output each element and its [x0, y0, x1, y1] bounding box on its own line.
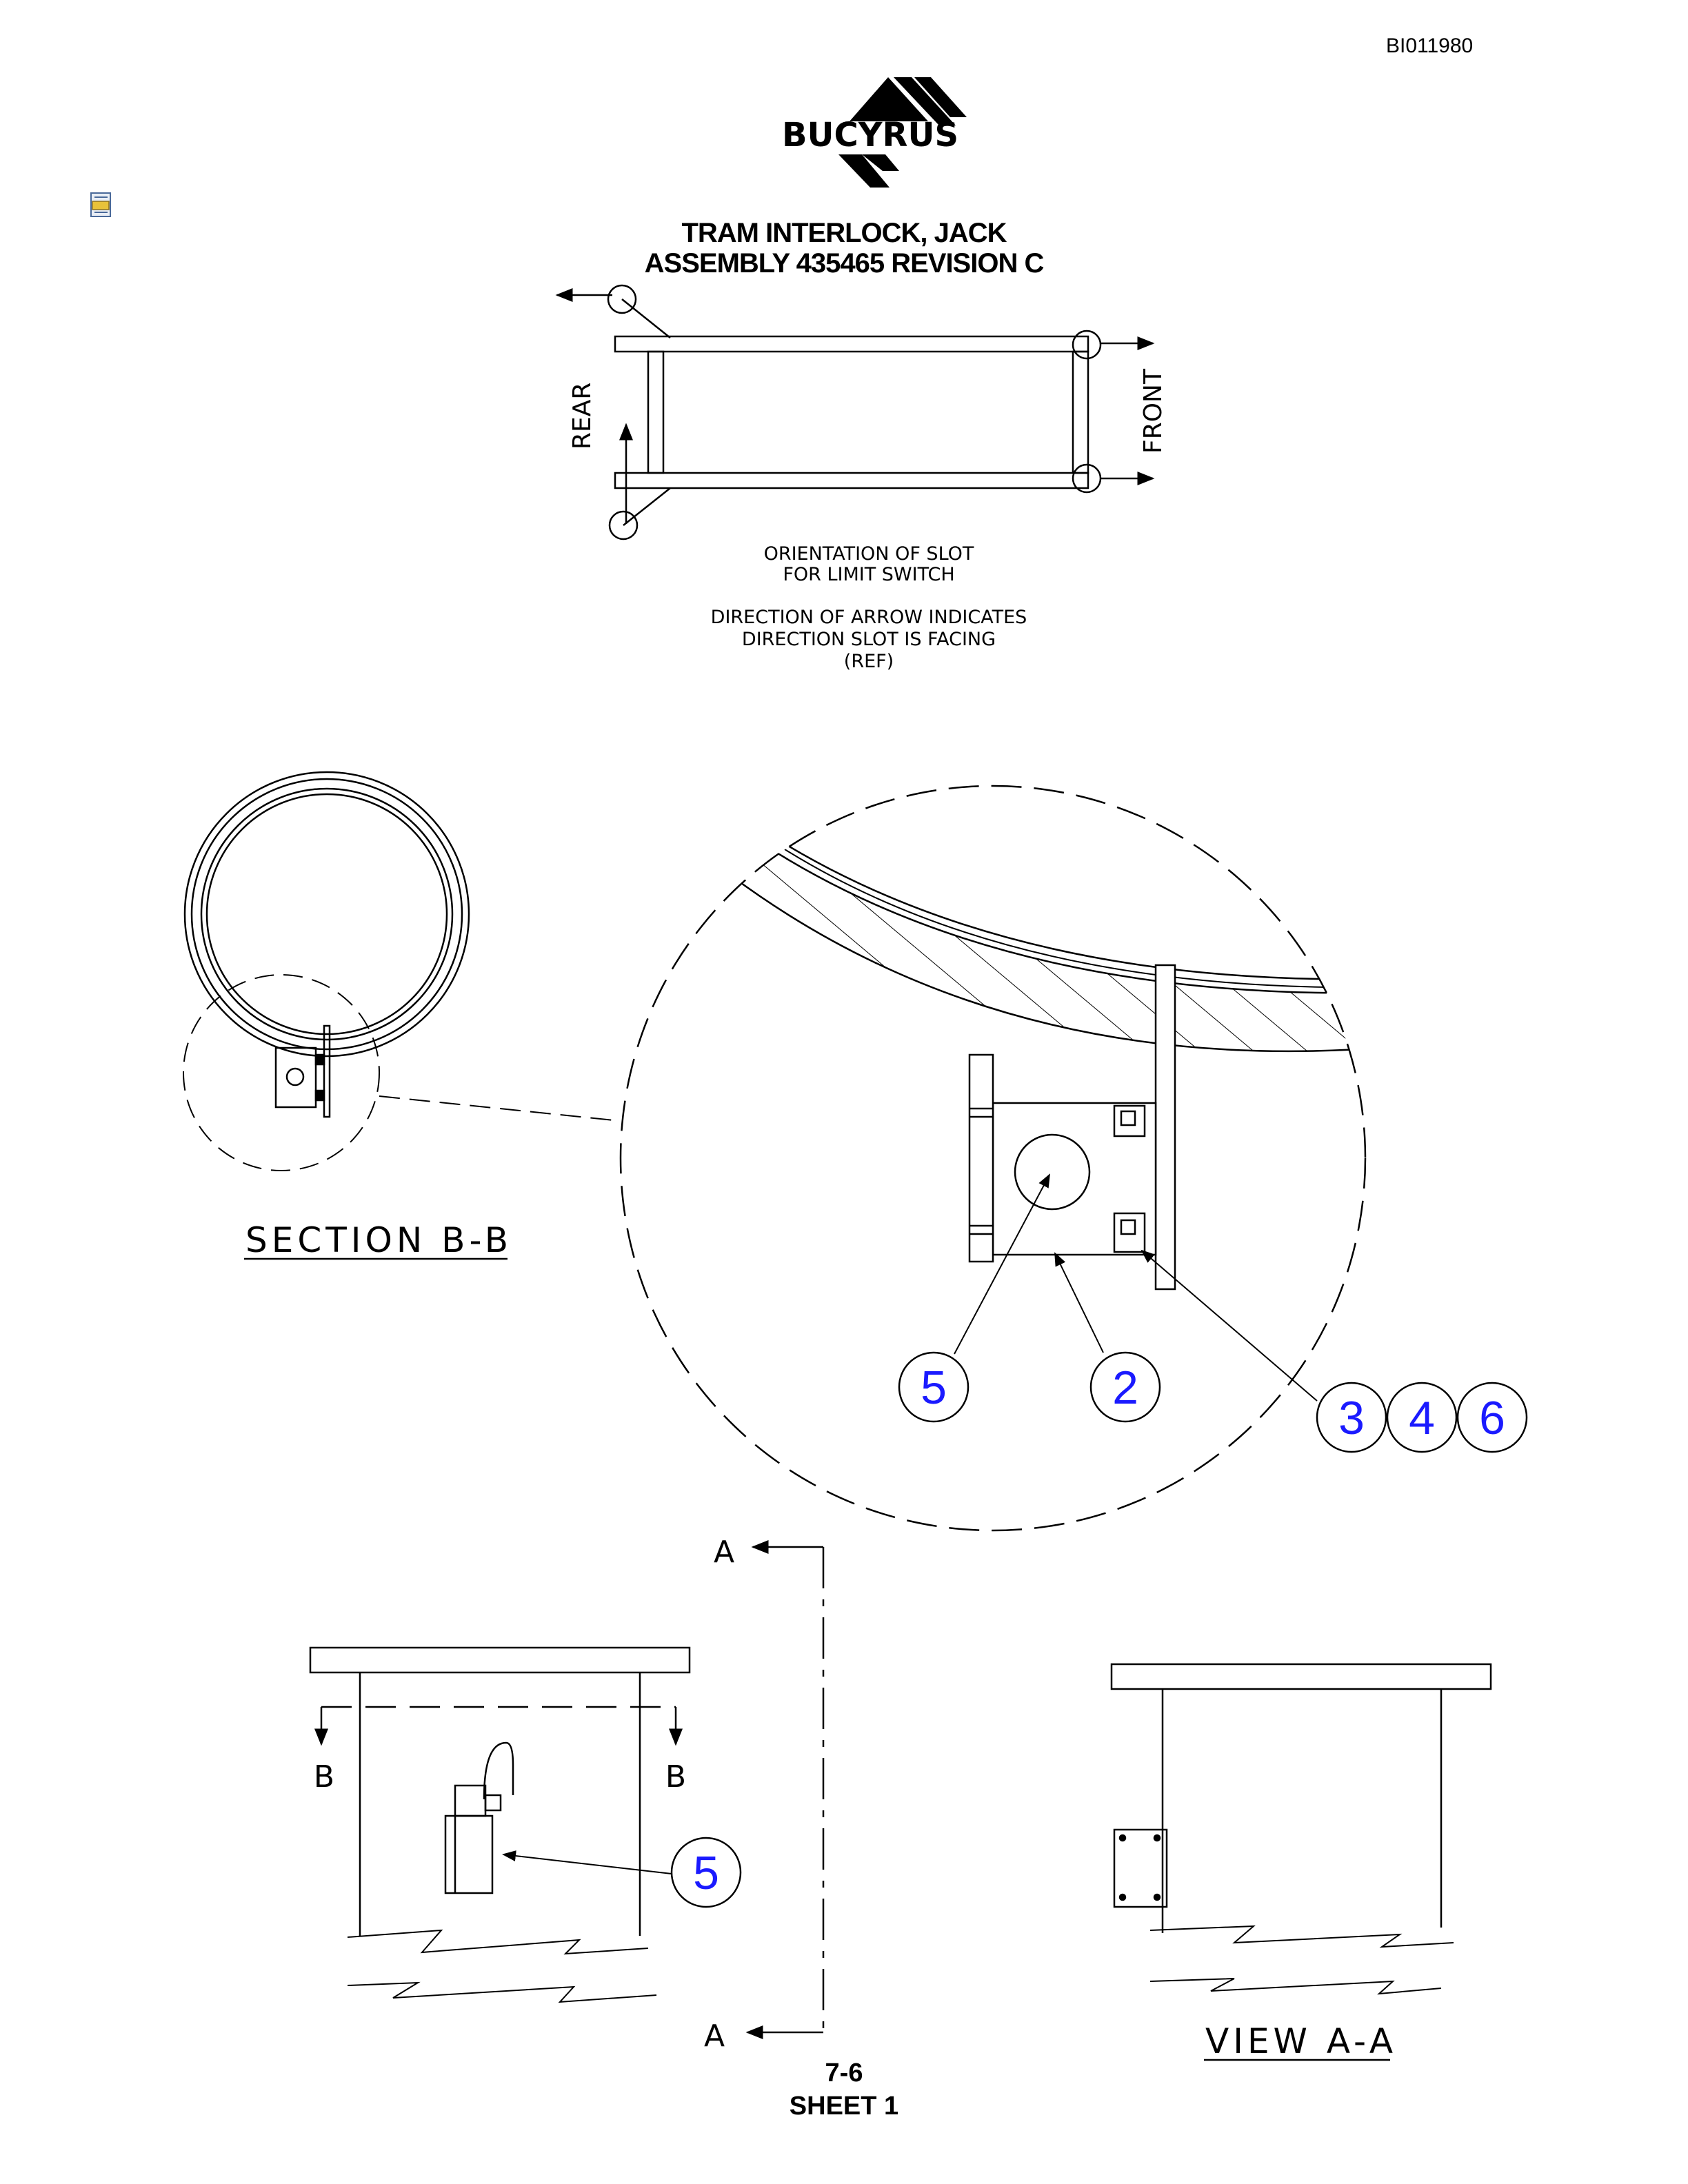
logo-wordmark: BUCYRUS	[782, 116, 958, 154]
orientation-note-3: DIRECTION OF ARROW INDICATES	[711, 607, 1027, 628]
detail-view: 5 2 3 4 6	[619, 785, 1528, 1532]
callout-balloon-3: 3	[1338, 1392, 1365, 1444]
elevation-view	[309, 1540, 825, 2039]
orientation-diagram	[555, 284, 1155, 540]
section-label-b-right: B	[665, 1759, 686, 1794]
cut-label-a-bottom: A	[704, 2019, 725, 2054]
view-aa	[1110, 1663, 1492, 1995]
callout-balloon-2: 2	[1112, 1362, 1138, 1414]
rear-crossbar	[647, 350, 665, 474]
section-bb-view	[183, 771, 621, 1171]
callout-balloon-4: 4	[1409, 1392, 1435, 1444]
orientation-note-4: DIRECTION SLOT IS FACING	[742, 629, 996, 650]
jack-rear-top	[607, 284, 637, 314]
section-bb-label: SECTION B-B	[245, 1220, 512, 1260]
orientation-note-1: ORIENTATION OF SLOT	[764, 543, 974, 565]
jack-rear-bottom	[608, 510, 639, 540]
callout-balloon-6: 6	[1479, 1392, 1505, 1444]
title-line-2: ASSEMBLY 435465 REVISION C	[644, 248, 1045, 279]
view-aa-label: VIEW A-A	[1205, 2021, 1397, 2061]
cut-label-a-top: A	[714, 1535, 734, 1570]
document-id: BI011980	[1386, 34, 1474, 57]
callout-balloon-5: 5	[921, 1362, 947, 1414]
section-label-b-left: B	[314, 1759, 334, 1794]
bottom-rail	[614, 472, 1089, 489]
page-number: 7-6	[825, 2059, 863, 2087]
rear-label: REAR	[568, 383, 596, 449]
orientation-note-2: FOR LIMIT SWITCH	[783, 564, 954, 585]
sheet-label: SHEET 1	[789, 2092, 899, 2121]
bucyrus-logo: BUCYRUS	[782, 77, 967, 188]
note-attachment-icon[interactable]	[88, 192, 116, 219]
callout-balloon-5-elevation: 5	[693, 1847, 719, 1899]
orientation-note-5: (REF)	[844, 651, 894, 672]
front-crossbar	[1072, 350, 1089, 474]
title-line-1: TRAM INTERLOCK, JACK	[681, 218, 1007, 248]
jack-front-top	[1072, 330, 1102, 360]
top-rail	[614, 335, 1089, 353]
front-label: FRONT	[1139, 368, 1167, 454]
